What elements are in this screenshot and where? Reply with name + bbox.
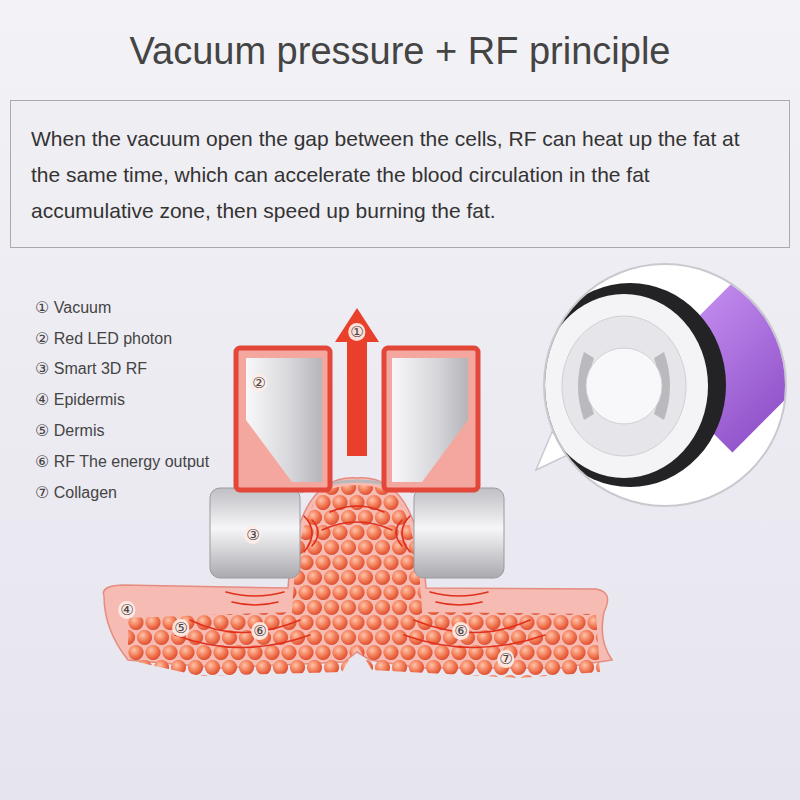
key-entry: ⑥ RF The energy output (35, 452, 209, 471)
description-text: When the vacuum open the gap between the… (31, 121, 769, 229)
callout-number: ⑥ (452, 622, 469, 640)
rf-wave (232, 602, 278, 605)
key-entry: ③ Smart 3D RF (35, 359, 147, 378)
led-frame (236, 348, 330, 490)
rf-wave (175, 635, 310, 648)
callout-number: ② (250, 374, 267, 392)
callout-number: ④ (118, 601, 135, 619)
rf-wave (396, 520, 402, 546)
callout-number: ③ (244, 526, 261, 544)
key-entry: ① Vacuum (35, 298, 111, 317)
rf-wave (190, 620, 300, 633)
rf-wave (436, 602, 482, 605)
led-frame (384, 348, 478, 490)
rf-roller (210, 488, 300, 578)
key-entry: ② Red LED photon (35, 329, 172, 348)
suction-hole (586, 348, 662, 424)
text-box: When the vacuum open the gap between the… (10, 100, 790, 248)
diagram-title: Vacuum pressure + RF principle (0, 30, 800, 73)
callout-number: ⑦ (497, 650, 514, 668)
rf-wave (430, 592, 488, 596)
rf-wave (226, 592, 284, 596)
metal-block (246, 358, 322, 482)
key-entry: ⑦ Collagen (35, 483, 117, 502)
rf-wave (404, 635, 545, 648)
metal-block (392, 358, 468, 482)
fat-cells (128, 485, 600, 678)
key-entry: ④ Epidermis (35, 390, 125, 409)
handpiece-left (236, 348, 330, 490)
rf-wave (414, 620, 530, 633)
head-face (540, 294, 708, 478)
callout-number: ⑥ (251, 622, 268, 640)
rf-roller (414, 488, 504, 578)
inset-picture (534, 283, 800, 487)
callout-number: ① (348, 323, 365, 341)
handpiece-right (384, 348, 478, 490)
key-entry: ⑤ Dermis (35, 421, 104, 440)
head-inner (562, 316, 686, 456)
rf-wave (330, 506, 384, 512)
rf-wave (402, 516, 410, 552)
rf-wave (322, 522, 392, 530)
callout-number: ⑤ (172, 619, 189, 637)
rf-wave (312, 520, 318, 546)
vacuum-arrow (335, 308, 379, 456)
rf-wave (304, 516, 312, 552)
black-ring (534, 283, 726, 487)
